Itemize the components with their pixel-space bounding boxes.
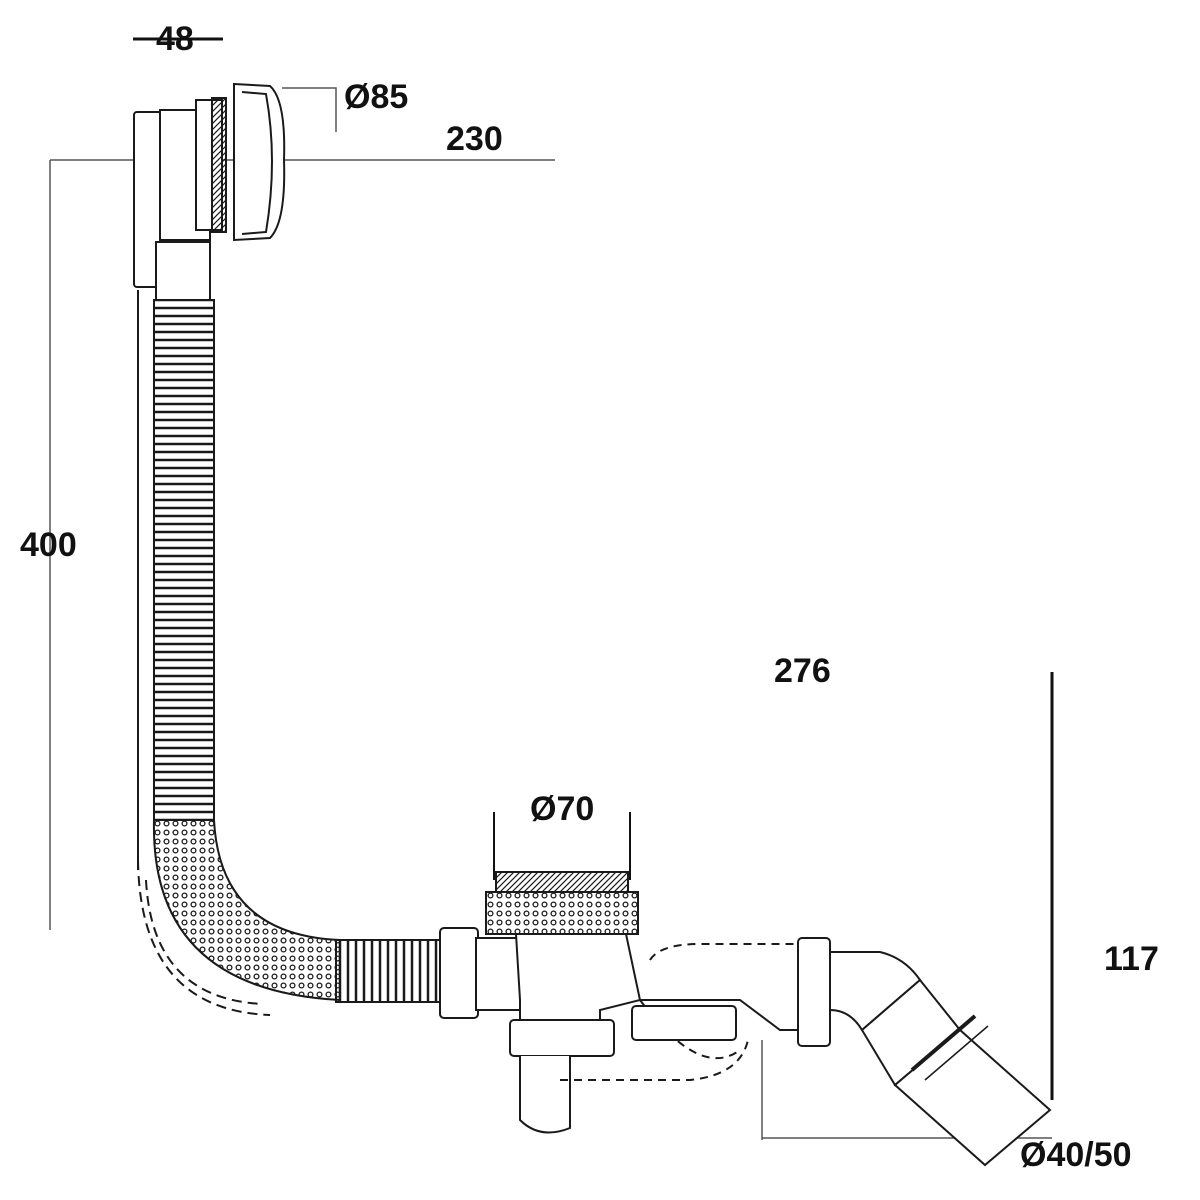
overflow-cover [233,82,286,242]
dim-leader-85 [282,87,337,132]
plug-top [495,871,629,893]
dim-label-85: Ø85 [344,78,409,116]
hose-bend-dash-inner [145,879,263,1005]
outlet-coupling [797,937,831,1047]
dim-label-400: 400 [20,526,77,564]
hose-vertical [153,299,215,821]
hose-bend [137,819,441,1016]
hose-horizontal [335,939,441,1003]
outlet [797,937,1052,1167]
trap-inlet-nut [439,927,479,1019]
waste-lower-nut [509,1019,615,1057]
hose-connector-top [155,241,211,301]
hose-bend-dash-outer [137,859,271,1016]
dim-label-70: Ø70 [530,790,595,828]
trap-u-bend [519,1056,571,1134]
plug-flange [485,891,639,935]
overflow-gasket [211,97,227,233]
overflow-head [133,82,286,301]
trap-side-nut [631,1005,737,1041]
dim-label-117: 117 [1104,940,1159,978]
overflow-hose [137,290,215,870]
dim-label-230: 230 [446,120,503,158]
dim-label-40-50: Ø40/50 [1020,1136,1132,1174]
trap-side-arm [640,999,800,1031]
waste-trap [439,871,800,1134]
dim-label-276: 276 [774,652,831,690]
overflow-cover-rim [241,91,273,235]
dim-label-48: 48 [156,20,194,58]
waste-body [514,933,642,1031]
